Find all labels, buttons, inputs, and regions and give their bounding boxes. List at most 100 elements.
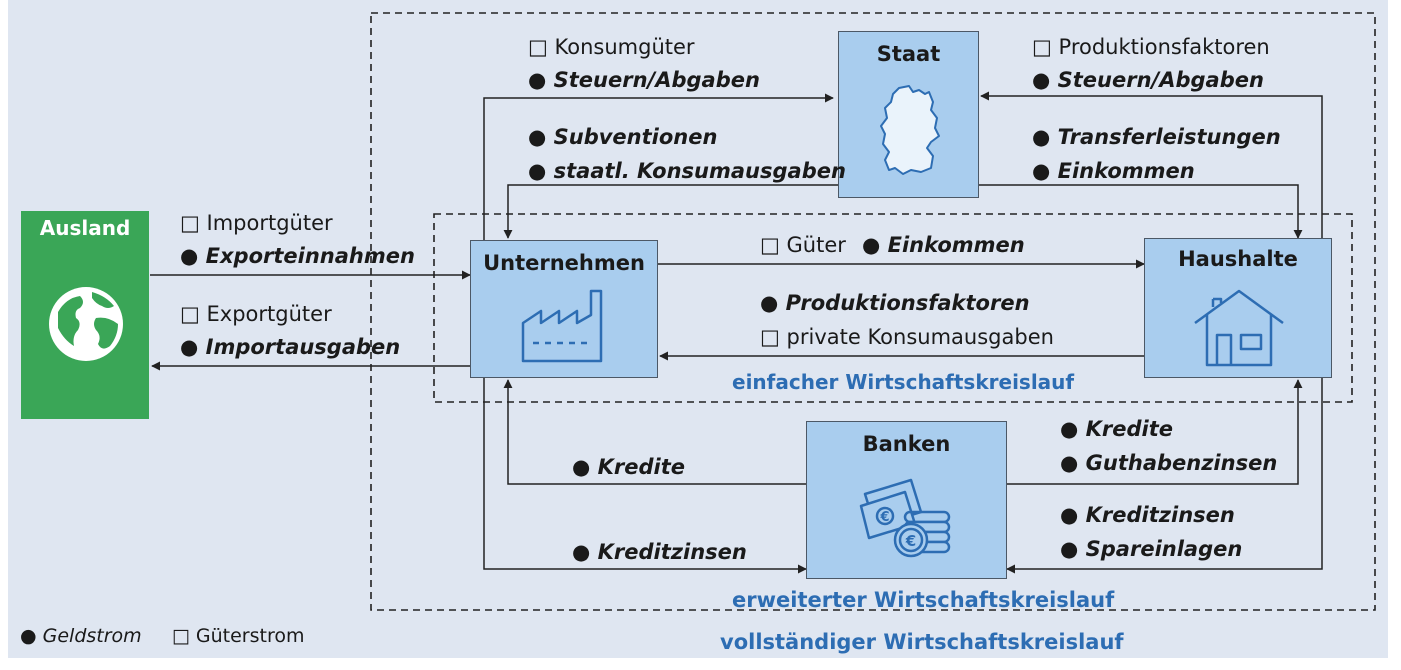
arrow-unternehmen-to-banken — [483, 378, 807, 574]
caption-einfach: einfacher Wirtschaftskreislauf — [732, 370, 1075, 394]
flow-text: Konsumgüter — [554, 35, 695, 59]
flow-label-private-konsum: □ private Konsumausgaben — [760, 324, 1054, 350]
flow-text: Kredite — [597, 455, 686, 479]
flow-label-produktionsfaktoren-mid: ● Produktionsfaktoren — [760, 290, 1030, 316]
flow-label-konsumgueter: □ Konsumgüter — [528, 34, 695, 60]
flow-text: private Konsumausgaben — [786, 325, 1054, 349]
flow-label-einkommen-mid: ● Einkommen — [862, 232, 1025, 258]
flow-text: Einkommen — [887, 233, 1025, 257]
caption-vollstaendig: vollständiger Wirtschaftskreislauf — [720, 630, 1124, 654]
money-marker: ● — [1060, 503, 1079, 527]
flow-text: Einkommen — [1057, 159, 1195, 183]
arrow-staat-to-unternehmen — [503, 184, 838, 239]
money-marker: ● — [1060, 537, 1079, 561]
flow-text: staatl. Konsumausgaben — [553, 159, 846, 183]
flow-label-kredite-left: ● Kredite — [572, 454, 685, 480]
flow-label-guthabenzinsen: ● Guthabenzinsen — [1060, 450, 1277, 476]
money-marker: ● — [1060, 417, 1079, 441]
flow-label-importausgaben: ● Importausgaben — [180, 334, 400, 360]
flow-label-steuern-right: ● Steuern/Abgaben — [1032, 67, 1264, 93]
flow-text: Guthabenzinsen — [1085, 451, 1278, 475]
node-ausland: Ausland — [21, 211, 149, 419]
flow-text: Exporteinnahmen — [205, 244, 415, 268]
money-marker: ● — [528, 68, 547, 92]
node-banken-label: Banken — [862, 432, 951, 456]
globe-icon — [49, 287, 123, 361]
flow-label-exporteinnahmen: ● Exporteinnahmen — [180, 243, 415, 269]
factory-icon — [521, 289, 603, 363]
house-icon — [1194, 289, 1284, 367]
flow-label-einkommen-right: ● Einkommen — [1032, 158, 1195, 184]
caption-erweitert: erweiterter Wirtschaftskreislauf — [732, 588, 1115, 612]
flow-label-spareinlagen: ● Spareinlagen — [1060, 536, 1242, 562]
simple-region-border — [433, 213, 1353, 403]
legend-goods: Güterstrom — [195, 625, 305, 647]
goods-marker: □ — [760, 325, 780, 349]
money-marker: ● — [1032, 125, 1051, 149]
node-banken: Banken € € — [806, 421, 1007, 579]
money-marker: ● — [760, 291, 779, 315]
arrow-banken-to-haushalte — [1005, 379, 1303, 485]
goods-marker: □ — [180, 302, 200, 326]
money-marker: ● — [1032, 68, 1051, 92]
flow-text: Exportgüter — [206, 302, 332, 326]
money-marker: ● — [528, 159, 547, 183]
flow-text: Güter — [786, 233, 846, 257]
node-ausland-label: Ausland — [39, 216, 131, 240]
flow-text: Kredite — [1085, 417, 1174, 441]
flow-label-transfer: ● Transferleistungen — [1032, 124, 1281, 150]
money-icon: € € — [859, 478, 951, 558]
flow-text: Kreditzinsen — [1085, 503, 1235, 527]
flow-label-steuern-left: ● Steuern/Abgaben — [528, 67, 760, 93]
goods-marker: □ — [528, 35, 548, 59]
legend-money-marker: ● — [20, 625, 37, 647]
germany-map-icon — [880, 85, 940, 175]
flow-label-staatl-konsum: ● staatl. Konsumausgaben — [528, 158, 846, 184]
goods-marker: □ — [760, 233, 780, 257]
legend: ● Geldstrom □ Güterstrom — [20, 625, 304, 647]
money-marker: ● — [528, 125, 547, 149]
svg-text:€: € — [879, 510, 889, 525]
flow-text: Spareinlagen — [1085, 537, 1243, 561]
goods-marker: □ — [180, 211, 200, 235]
flow-label-produktionsfaktoren-top: □ Produktionsfaktoren — [1032, 34, 1270, 60]
money-marker: ● — [180, 335, 199, 359]
extended-region-border — [370, 12, 1376, 611]
flow-label-kreditzinsen-left: ● Kreditzinsen — [572, 539, 747, 565]
flow-text: Steuern/Abgaben — [1057, 68, 1264, 92]
legend-money: Geldstrom — [42, 625, 142, 647]
arrow-haushalte-to-banken — [1006, 378, 1323, 574]
flow-label-kredite-right: ● Kredite — [1060, 416, 1173, 442]
money-marker: ● — [572, 455, 591, 479]
flow-text: Steuern/Abgaben — [553, 68, 760, 92]
arrow-staat-to-haushalte — [979, 184, 1303, 239]
node-staat: Staat — [838, 31, 979, 198]
money-marker: ● — [1060, 451, 1079, 475]
flow-label-importgueter: □ Importgüter — [180, 210, 333, 236]
flow-label-subventionen: ● Subventionen — [528, 124, 717, 150]
money-marker: ● — [572, 540, 591, 564]
flow-label-kreditzinsen-right: ● Kreditzinsen — [1060, 502, 1235, 528]
legend-goods-marker: □ — [171, 625, 190, 647]
flow-text: Produktionsfaktoren — [785, 291, 1030, 315]
flow-text: Kreditzinsen — [597, 540, 747, 564]
node-unternehmen: Unternehmen — [470, 240, 658, 378]
goods-marker: □ — [1032, 35, 1052, 59]
arrow-unternehmen-to-staat — [483, 93, 834, 240]
flow-label-gueter: □ Güter — [760, 232, 846, 258]
money-marker: ● — [1032, 159, 1051, 183]
flow-text: Importgüter — [206, 211, 333, 235]
flow-label-exportgueter: □ Exportgüter — [180, 301, 332, 327]
money-marker: ● — [180, 244, 199, 268]
node-unternehmen-label: Unternehmen — [483, 251, 645, 275]
flow-text: Subventionen — [553, 125, 718, 149]
money-marker: ● — [862, 233, 881, 257]
node-haushalte-label: Haushalte — [1178, 247, 1298, 271]
node-staat-label: Staat — [876, 42, 941, 66]
arrow-haushalte-to-staat — [980, 91, 1323, 238]
svg-text:€: € — [905, 532, 916, 550]
flow-text: Produktionsfaktoren — [1058, 35, 1270, 59]
node-haushalte: Haushalte — [1144, 238, 1332, 378]
